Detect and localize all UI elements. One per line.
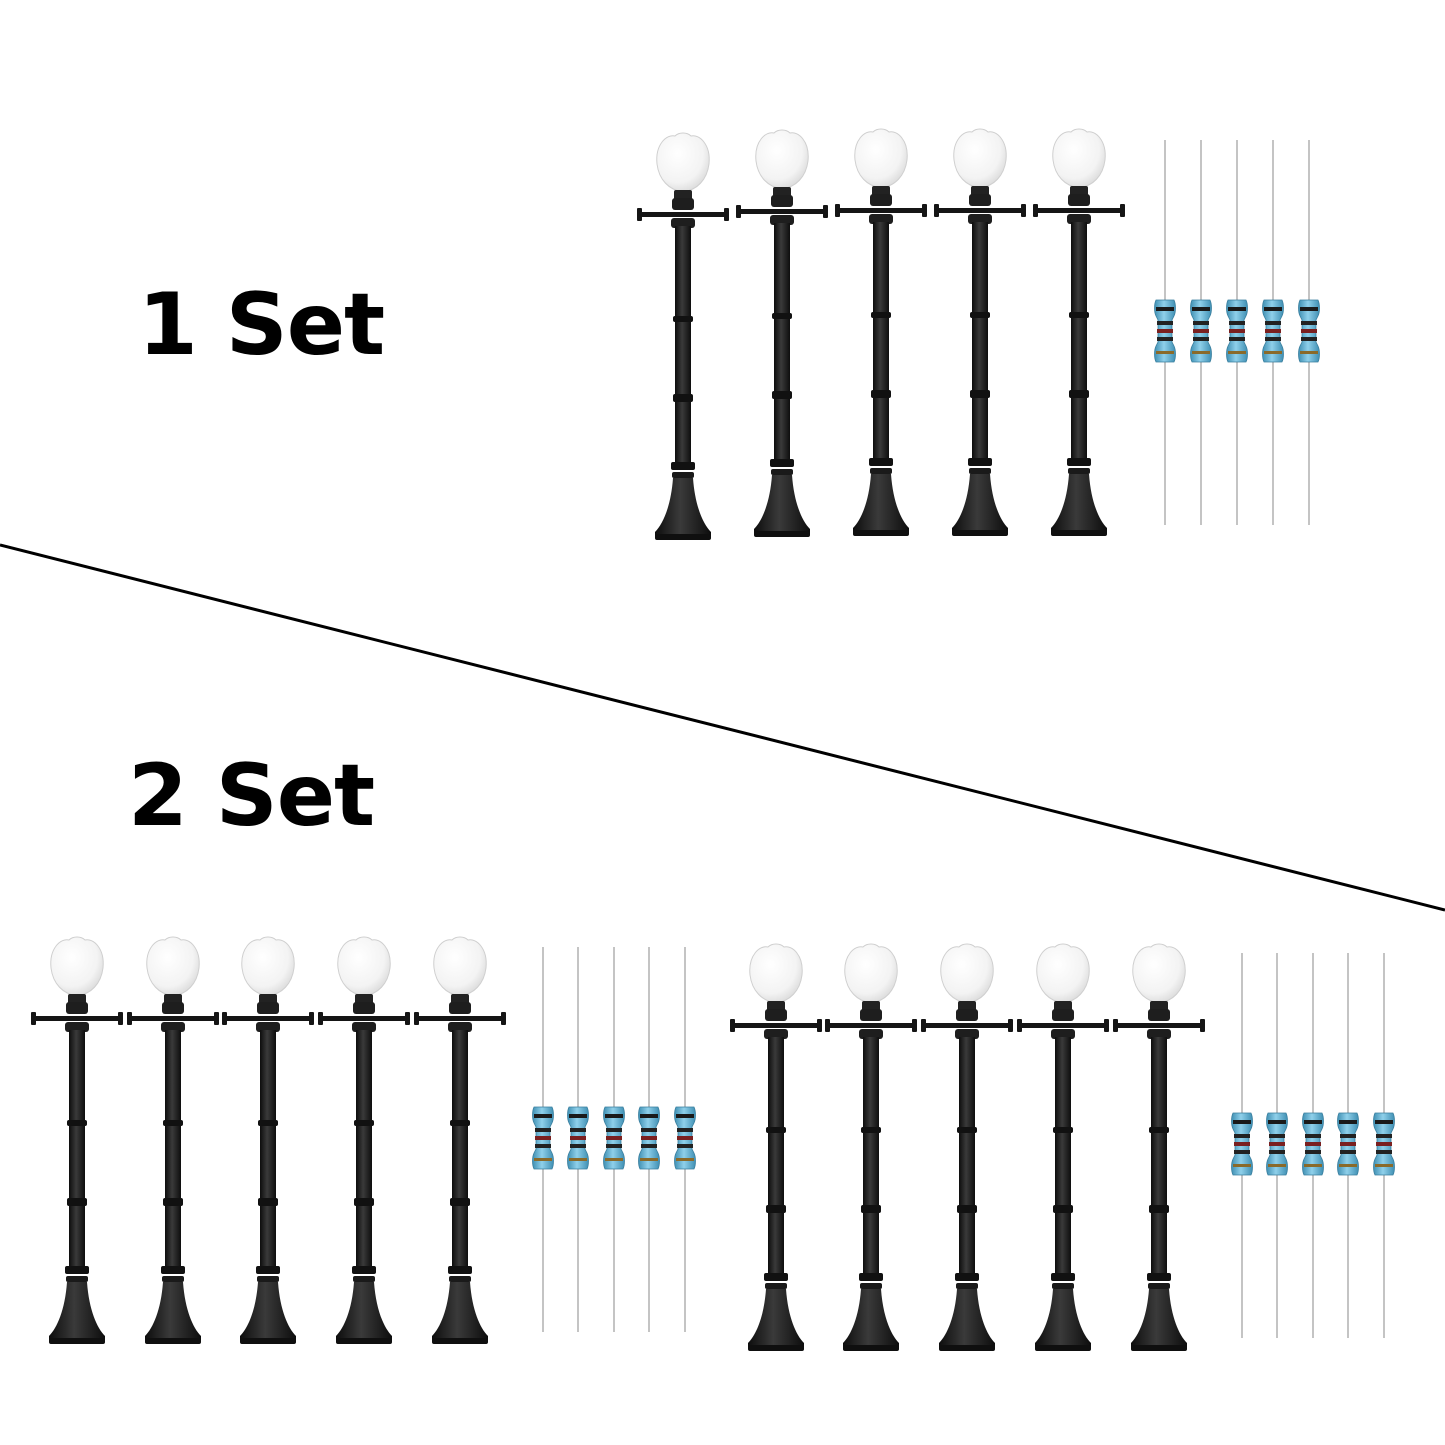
label-1-set: 1 Set bbox=[138, 275, 385, 375]
resistor bbox=[1230, 952, 1254, 1339]
resistor bbox=[1297, 139, 1321, 526]
resistor bbox=[1336, 952, 1360, 1339]
resistor bbox=[566, 946, 590, 1333]
set-1-lamps bbox=[636, 128, 1126, 541]
resistor bbox=[1153, 139, 1177, 526]
set-2b-lamps bbox=[729, 943, 1206, 1352]
resistor bbox=[1301, 952, 1325, 1339]
lamp-post bbox=[735, 129, 829, 538]
lamp-post bbox=[1016, 943, 1110, 1352]
set-2b-resistors bbox=[1230, 952, 1396, 1339]
lamp-post bbox=[413, 936, 507, 1345]
lamp-post bbox=[317, 936, 411, 1345]
resistor bbox=[1372, 952, 1396, 1339]
lamp-post bbox=[126, 936, 220, 1345]
resistor bbox=[637, 946, 661, 1333]
lamp-post bbox=[636, 132, 730, 541]
lamp-post bbox=[30, 936, 124, 1345]
lamp-post bbox=[920, 943, 1014, 1352]
lamp-post bbox=[834, 128, 928, 537]
resistor bbox=[1265, 952, 1289, 1339]
resistor bbox=[673, 946, 697, 1333]
resistor bbox=[531, 946, 555, 1333]
label-2-set: 2 Set bbox=[128, 746, 375, 846]
resistor bbox=[1189, 139, 1213, 526]
set-1-resistors bbox=[1153, 139, 1321, 526]
lamp-post bbox=[824, 943, 918, 1352]
resistor bbox=[1261, 139, 1285, 526]
lamp-post bbox=[221, 936, 315, 1345]
set-2a-resistors bbox=[531, 946, 697, 1333]
set-2a-lamps bbox=[30, 936, 507, 1345]
lamp-post bbox=[729, 943, 823, 1352]
lamp-post bbox=[1112, 943, 1206, 1352]
resistor bbox=[602, 946, 626, 1333]
lamp-post bbox=[933, 128, 1027, 537]
resistor bbox=[1225, 139, 1249, 526]
lamp-post bbox=[1032, 128, 1126, 537]
divider-line bbox=[0, 543, 1445, 912]
